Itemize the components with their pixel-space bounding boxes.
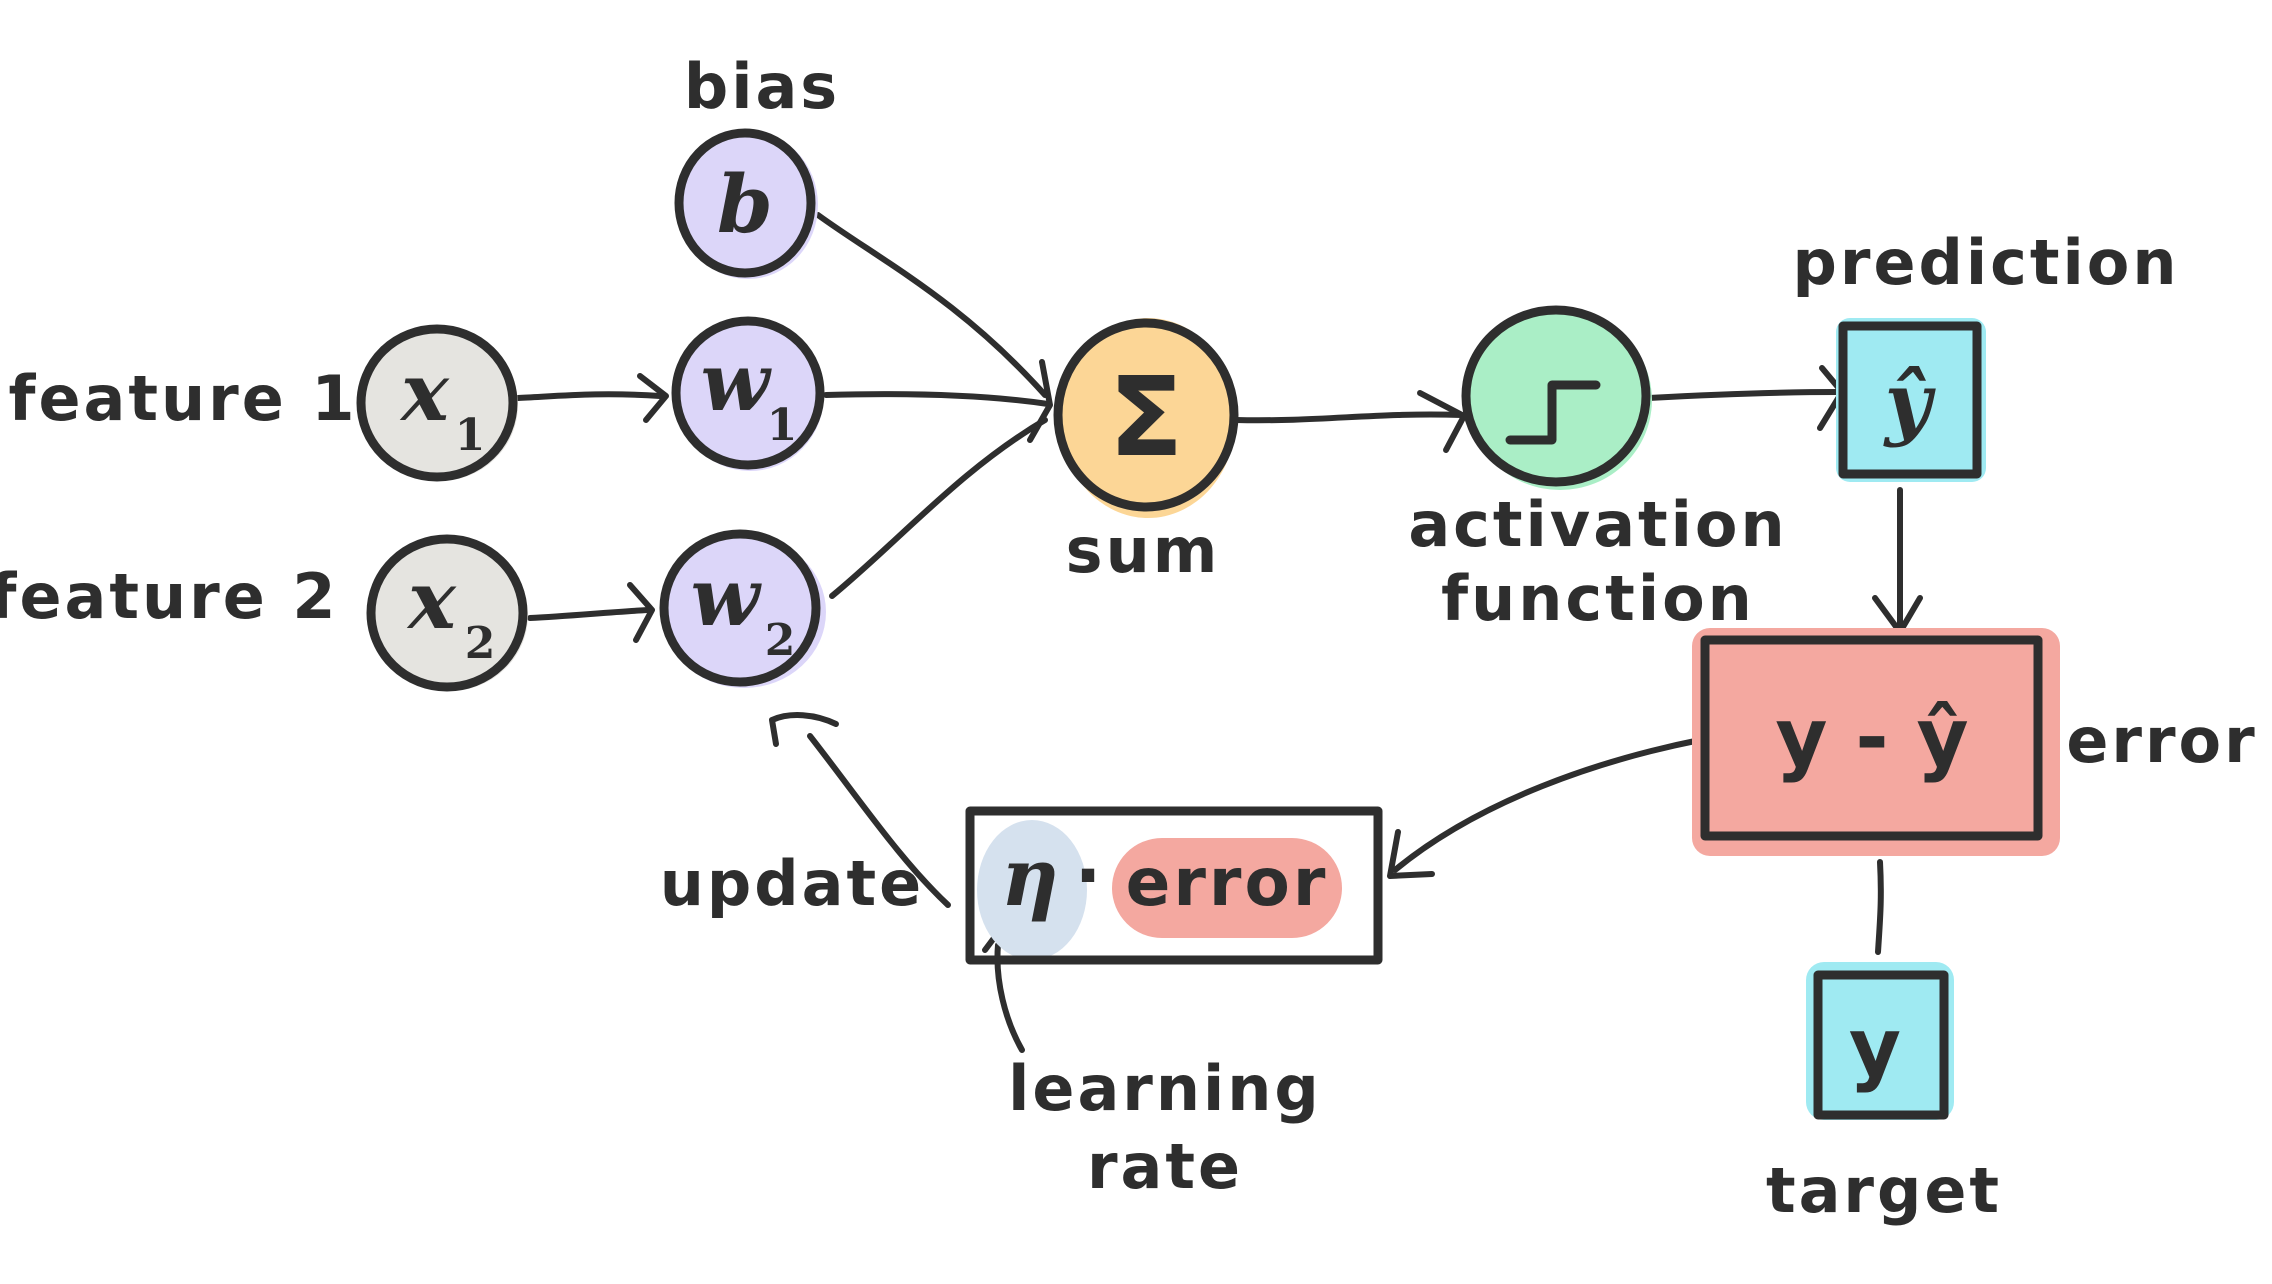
sum-node-fill (1060, 318, 1236, 518)
edge-sum-activation (1233, 411, 1465, 424)
prediction-outline (1838, 321, 1982, 479)
arrowhead-activation (1417, 390, 1467, 453)
w1-node-outline (671, 316, 825, 470)
error-term-highlight (1112, 838, 1342, 938)
w2-subscript: 2 (765, 615, 796, 666)
activation-node (1461, 305, 1652, 490)
edge-activation-prediction (1645, 389, 1843, 401)
prediction-symbol: ŷ (1883, 355, 1937, 449)
w2-symbol: w (691, 550, 763, 644)
target-fill (1806, 962, 1954, 1120)
edge-x2-w2 (527, 607, 651, 621)
x1-node-fill (362, 329, 518, 481)
w1-node-fill (676, 319, 824, 471)
activation-node-fill (1468, 310, 1652, 490)
bias-label: bias (684, 50, 840, 123)
error-outline (1700, 635, 2043, 841)
learning-rate-highlight (977, 820, 1087, 960)
error-label: error (2066, 704, 2257, 777)
update-outline (965, 806, 1383, 965)
x2-node-outline (366, 534, 528, 692)
w1-subscript: 1 (767, 400, 798, 451)
prediction-label: prediction (1792, 226, 2179, 299)
update-node: η · error (965, 806, 1383, 965)
weight-node-w1: w 1 (671, 316, 825, 471)
edge-w1-sum (823, 391, 1051, 407)
multiply-dot: · (1075, 835, 1102, 917)
arrowhead-w2 (769, 712, 839, 747)
error-term: error (1126, 844, 1329, 921)
activation-label-line1: activation (1408, 488, 1787, 561)
error-formula: y - ŷ (1775, 691, 1968, 784)
sum-symbol: Σ (1108, 353, 1183, 481)
learning-rate-label-line2: rate (1087, 1130, 1243, 1203)
learning-rate-label-line1: learning (1008, 1052, 1322, 1125)
arrowhead-update (1387, 829, 1435, 879)
activation-label-line2: function (1441, 562, 1755, 635)
input-node-x2: x 2 (366, 534, 528, 692)
feature1-label: feature 1 (9, 362, 358, 435)
edge-bias-sum (815, 212, 1048, 398)
target-node: y (1806, 962, 1954, 1120)
sum-node: Σ (1053, 318, 1239, 518)
arrowhead-x2-w2 (627, 582, 655, 643)
input-node-x1: x 1 (356, 324, 518, 482)
edge-update-w2 (807, 733, 951, 908)
prediction-fill (1836, 318, 1986, 482)
error-fill (1692, 628, 2060, 856)
edge-x1-w1 (515, 391, 663, 401)
w1-symbol: w (701, 335, 773, 429)
error-node: y - ŷ (1692, 628, 2060, 856)
eta-symbol: η (1001, 830, 1059, 924)
w2-node-fill (662, 536, 826, 688)
bias-symbol: b (717, 157, 773, 251)
bias-node-fill (678, 131, 818, 279)
bias-node-outline (674, 128, 816, 278)
x1-symbol: x (399, 345, 450, 439)
x1-subscript: 1 (455, 410, 486, 461)
prediction-node: ŷ (1836, 318, 1986, 482)
x1-node-outline (356, 324, 518, 482)
arrowhead-x1-w1 (637, 373, 669, 423)
w2-node-outline (659, 529, 821, 687)
activation-node-outline (1461, 305, 1651, 487)
target-label: target (1766, 1154, 2002, 1227)
sum-node-outline (1053, 318, 1239, 512)
update-label: update (660, 847, 924, 920)
sum-label: sum (1066, 514, 1221, 587)
edge-error-update (1392, 737, 1703, 873)
feature2-label: feature 2 (0, 560, 339, 633)
step-function-icon (1505, 380, 1601, 445)
bias-node: b (674, 128, 818, 279)
edge-w2-sum (829, 417, 1048, 599)
x2-subscript: 2 (465, 618, 496, 669)
arrowhead-sum (1027, 359, 1053, 443)
target-outline (1813, 970, 1949, 1120)
x2-node-fill (372, 539, 528, 691)
edge-target-error (1875, 859, 1884, 955)
target-symbol: y (1849, 1001, 1901, 1094)
weight-node-w2: w 2 (659, 529, 826, 688)
x2-symbol: x (406, 553, 457, 647)
